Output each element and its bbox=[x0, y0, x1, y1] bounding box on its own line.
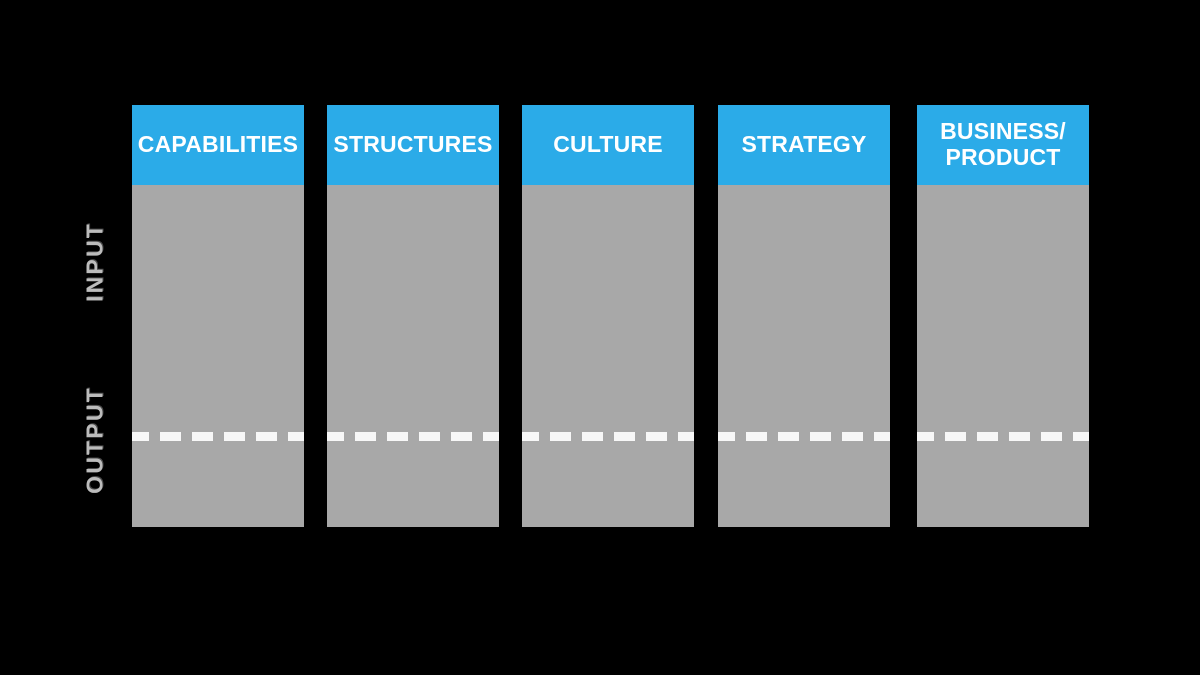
column-body bbox=[917, 185, 1089, 527]
column-strategy[interactable]: STRATEGY bbox=[718, 105, 890, 527]
column-title: STRATEGY bbox=[741, 131, 867, 158]
column-capabilities[interactable]: CAPABILITIES bbox=[132, 105, 304, 527]
column-header: CAPABILITIES bbox=[132, 105, 304, 185]
column-body bbox=[327, 185, 499, 527]
input-output-divider bbox=[718, 432, 890, 441]
input-output-divider bbox=[132, 432, 304, 441]
column-title: BUSINESS/ PRODUCT bbox=[940, 118, 1066, 170]
column-header: STRUCTURES bbox=[327, 105, 499, 185]
axis-label-input: INPUT bbox=[81, 222, 108, 302]
column-body bbox=[718, 185, 890, 527]
input-output-divider bbox=[917, 432, 1089, 441]
column-title: CAPABILITIES bbox=[137, 131, 299, 158]
column-structures[interactable]: STRUCTURES bbox=[327, 105, 499, 527]
column-body bbox=[522, 185, 694, 527]
axis-label-output: OUTPUT bbox=[81, 386, 108, 494]
column-header: STRATEGY bbox=[718, 105, 890, 185]
column-header: BUSINESS/ PRODUCT bbox=[917, 105, 1089, 185]
input-output-divider bbox=[522, 432, 694, 441]
column-business-product[interactable]: BUSINESS/ PRODUCT bbox=[917, 105, 1089, 527]
column-title: CULTURE bbox=[553, 131, 663, 158]
column-header: CULTURE bbox=[522, 105, 694, 185]
column-body bbox=[132, 185, 304, 527]
column-title: STRUCTURES bbox=[333, 131, 493, 158]
column-culture[interactable]: CULTURE bbox=[522, 105, 694, 527]
input-output-divider bbox=[327, 432, 499, 441]
